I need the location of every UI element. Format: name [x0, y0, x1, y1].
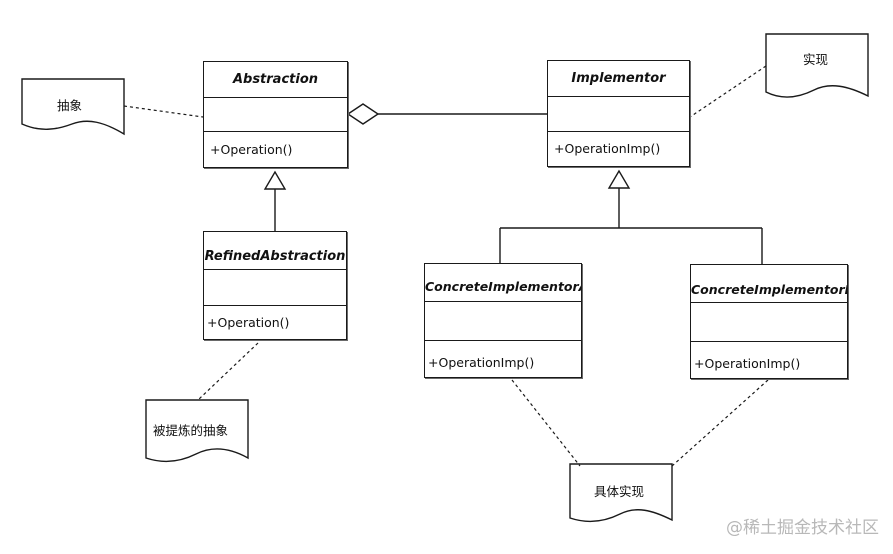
- class-implementor-name: Implementor: [548, 61, 689, 97]
- class-implementor: Implementor +OperationImp(): [547, 60, 690, 167]
- class-implementor-attributes: [548, 97, 689, 132]
- inheritance-arrow-refined: [263, 170, 287, 190]
- class-concrete-implementor-a-operation: +OperationImp(): [428, 355, 535, 370]
- note-implementation-text: 实现: [803, 52, 829, 67]
- class-refined-abstraction-operation: +Operation(): [207, 315, 290, 330]
- note-shape-concrete: [569, 463, 673, 523]
- note-refined-text: 被提炼的抽象: [153, 423, 229, 438]
- class-abstraction: Abstraction +Operation(): [203, 61, 348, 168]
- note-link-implementation: [689, 65, 767, 118]
- class-concrete-implementor-b-operation: +OperationImp(): [694, 356, 801, 371]
- note-link-refined: [197, 342, 259, 401]
- note-concrete-text: 具体实现: [594, 484, 645, 499]
- class-refined-abstraction: RefinedAbstraction +Operation(): [203, 231, 347, 340]
- inheritance-arrow-implementor: [607, 169, 631, 189]
- class-refined-abstraction-attributes: [204, 270, 346, 306]
- class-concrete-implementor-b-name: ConcreteImplementorB: [691, 265, 847, 303]
- class-concrete-implementor-a-attributes: [425, 302, 581, 341]
- note-shape-implementation: [765, 33, 869, 98]
- aggregation-diamond: [346, 103, 380, 125]
- class-abstraction-name: Abstraction: [204, 62, 347, 98]
- class-concrete-implementor-a: ConcreteImplementorA +OperationImp(): [424, 263, 582, 378]
- note-abstraction-text: 抽象: [57, 98, 83, 113]
- class-refined-abstraction-name: RefinedAbstraction: [204, 232, 346, 270]
- class-abstraction-attributes: [204, 98, 347, 132]
- note-shape-refined: [145, 399, 249, 463]
- class-concrete-implementor-a-name: ConcreteImplementorA: [425, 264, 581, 302]
- note-shape-abstraction: [21, 78, 125, 136]
- note-link-concrete-b: [671, 379, 769, 467]
- note-link-concrete-a: [511, 379, 581, 467]
- class-abstraction-operation: +Operation(): [210, 142, 293, 157]
- class-concrete-implementor-b: ConcreteImplementorB +OperationImp(): [690, 264, 848, 379]
- class-concrete-implementor-b-attributes: [691, 303, 847, 342]
- watermark: @稀土掘金技术社区: [726, 518, 879, 538]
- class-implementor-operation: +OperationImp(): [554, 141, 661, 156]
- note-link-abstraction: [123, 105, 204, 118]
